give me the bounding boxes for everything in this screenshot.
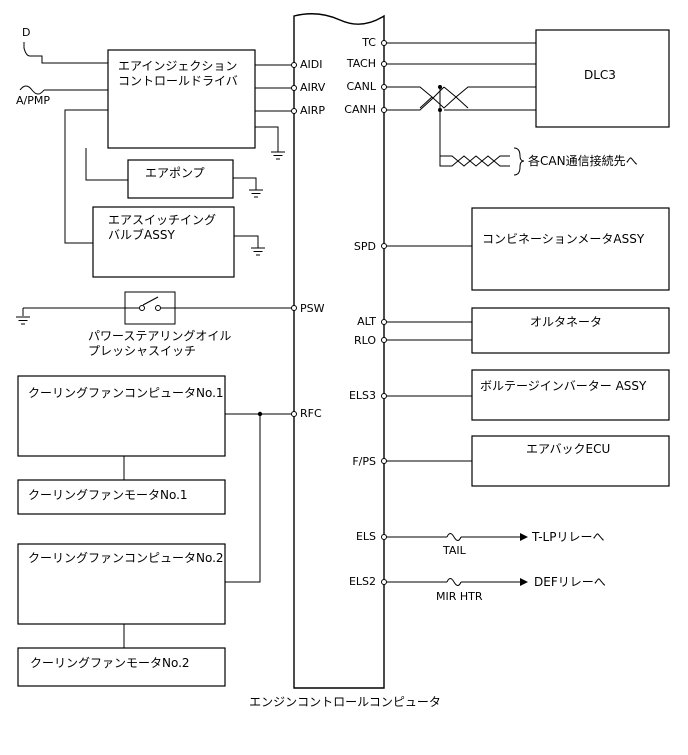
arrow-icon [520, 533, 528, 541]
node-psw [291, 305, 297, 311]
pin-aidi: AIDI [300, 58, 322, 71]
node-tach [381, 61, 387, 67]
ground-icon [251, 247, 265, 256]
fan-computer-1-box [17, 375, 226, 457]
pin-els: ELS [356, 530, 376, 543]
pin-alt: ALT [357, 315, 376, 328]
fan-motor-2-label: クーリングファンモータNo.2 [30, 656, 190, 670]
mirhtr-fuse-icon [446, 578, 462, 586]
node-els3 [381, 393, 387, 399]
air-valve-wire [64, 109, 108, 244]
arrow-icon [520, 578, 528, 586]
tail-fuse-label: TAIL [442, 544, 467, 557]
can-branch-wires [439, 87, 510, 167]
switch-icon [139, 296, 161, 311]
pin-tc: TC [361, 36, 376, 49]
d-wire [23, 42, 108, 64]
node-spd [381, 243, 387, 249]
air-pump-box [127, 159, 234, 199]
airbag-ecu-box [471, 435, 670, 487]
fan-computer-1-label: クーリングファンコンピュータNo.1 [28, 386, 224, 400]
air-pump-wire [85, 148, 128, 181]
ground-icon [249, 189, 263, 198]
apmp-fuse-icon [19, 85, 45, 95]
wire-canh [384, 86, 536, 111]
pin-els2: ELS2 [349, 575, 376, 588]
node-airv [291, 85, 297, 91]
node-rlo [381, 337, 387, 343]
node-rfc [291, 411, 297, 417]
ground-icon [271, 151, 285, 160]
tail-fuse-icon [446, 533, 462, 541]
node-tc [381, 40, 387, 46]
ps-switch-wire [22, 307, 294, 316]
airbag-ecu-label: エアバックECU [526, 442, 610, 456]
dlc3-box [535, 29, 670, 128]
pin-els3: ELS3 [349, 389, 376, 402]
driver-ground-wire [255, 126, 279, 152]
pin-rlo: RLO [354, 334, 376, 347]
rfc-wire [225, 413, 294, 583]
air-injection-driver-box [107, 49, 256, 149]
apmp-label: A/PMP [16, 94, 50, 107]
pin-tach: TACH [346, 57, 376, 70]
voltage-inverter-label: ボルテージインバーター ASSY [480, 379, 647, 393]
alternator-box [471, 307, 670, 354]
wire-canl [384, 86, 536, 109]
ground-icon [16, 316, 30, 325]
air-switching-valve-line2: バルブASSY [108, 227, 175, 242]
node-canl [381, 84, 387, 90]
node-alt [381, 319, 387, 325]
pin-airv: AIRV [300, 81, 326, 94]
air-pump-ground-wire [233, 177, 257, 190]
pin-spd: SPD [354, 240, 376, 253]
ps-switch-line2: プレッシャスイッチ [88, 344, 196, 358]
node-els2 [381, 579, 387, 585]
mirhtr-fuse-label: MIR HTR [436, 590, 483, 603]
ecu-body [293, 13, 385, 689]
combination-meter-box [471, 207, 670, 291]
combination-meter-label: コンビネーションメータASSY [482, 232, 645, 246]
pin-canh: CANH [344, 103, 376, 116]
air-injection-driver-line2: コントロールドライバ [118, 74, 238, 88]
alternator-label: オルタネータ [530, 315, 602, 329]
can-brace [513, 147, 525, 176]
node-canh [381, 107, 387, 113]
air-valve-ground-wire [234, 235, 259, 248]
air-injection-driver-line1: エアインジェクション [118, 59, 237, 73]
rfc-junction [257, 411, 263, 417]
pin-airp: AIRP [300, 104, 325, 117]
pin-fps: F/PS [352, 455, 376, 468]
ecu-label: エンジンコントロールコンピュータ [249, 695, 441, 709]
node-airp [291, 108, 297, 114]
fan-computer-2-label: クーリングファンコンピュータNo.2 [28, 551, 224, 565]
air-switching-valve-line1: エアスイッチイング [108, 213, 216, 227]
tlp-relay-label: T-LPリレーへ [531, 530, 604, 544]
dlc3-label: DLC3 [584, 68, 616, 82]
fan-motor-1-label: クーリングファンモータNo.1 [28, 488, 188, 502]
ps-switch-line1: パワーステアリングオイル [88, 329, 231, 343]
pin-psw: PSW [300, 302, 325, 315]
fan-motor-1-box [17, 479, 226, 515]
node-fps [381, 458, 387, 464]
air-pump-label: エアポンプ [145, 166, 205, 180]
fan-motor-2-box [17, 647, 226, 687]
voltage-inverter-box [471, 369, 670, 421]
air-switching-valve-box [92, 206, 235, 278]
fan-computer-2-box [17, 543, 226, 625]
def-relay-label: DEFリレーへ [534, 575, 606, 589]
d-label: D [22, 26, 30, 39]
node-els [381, 534, 387, 540]
can-note-label: 各CAN通信接続先へ [528, 153, 638, 168]
node-aidi [291, 62, 297, 68]
pin-canl: CANL [346, 80, 376, 93]
pin-rfc: RFC [300, 407, 322, 420]
